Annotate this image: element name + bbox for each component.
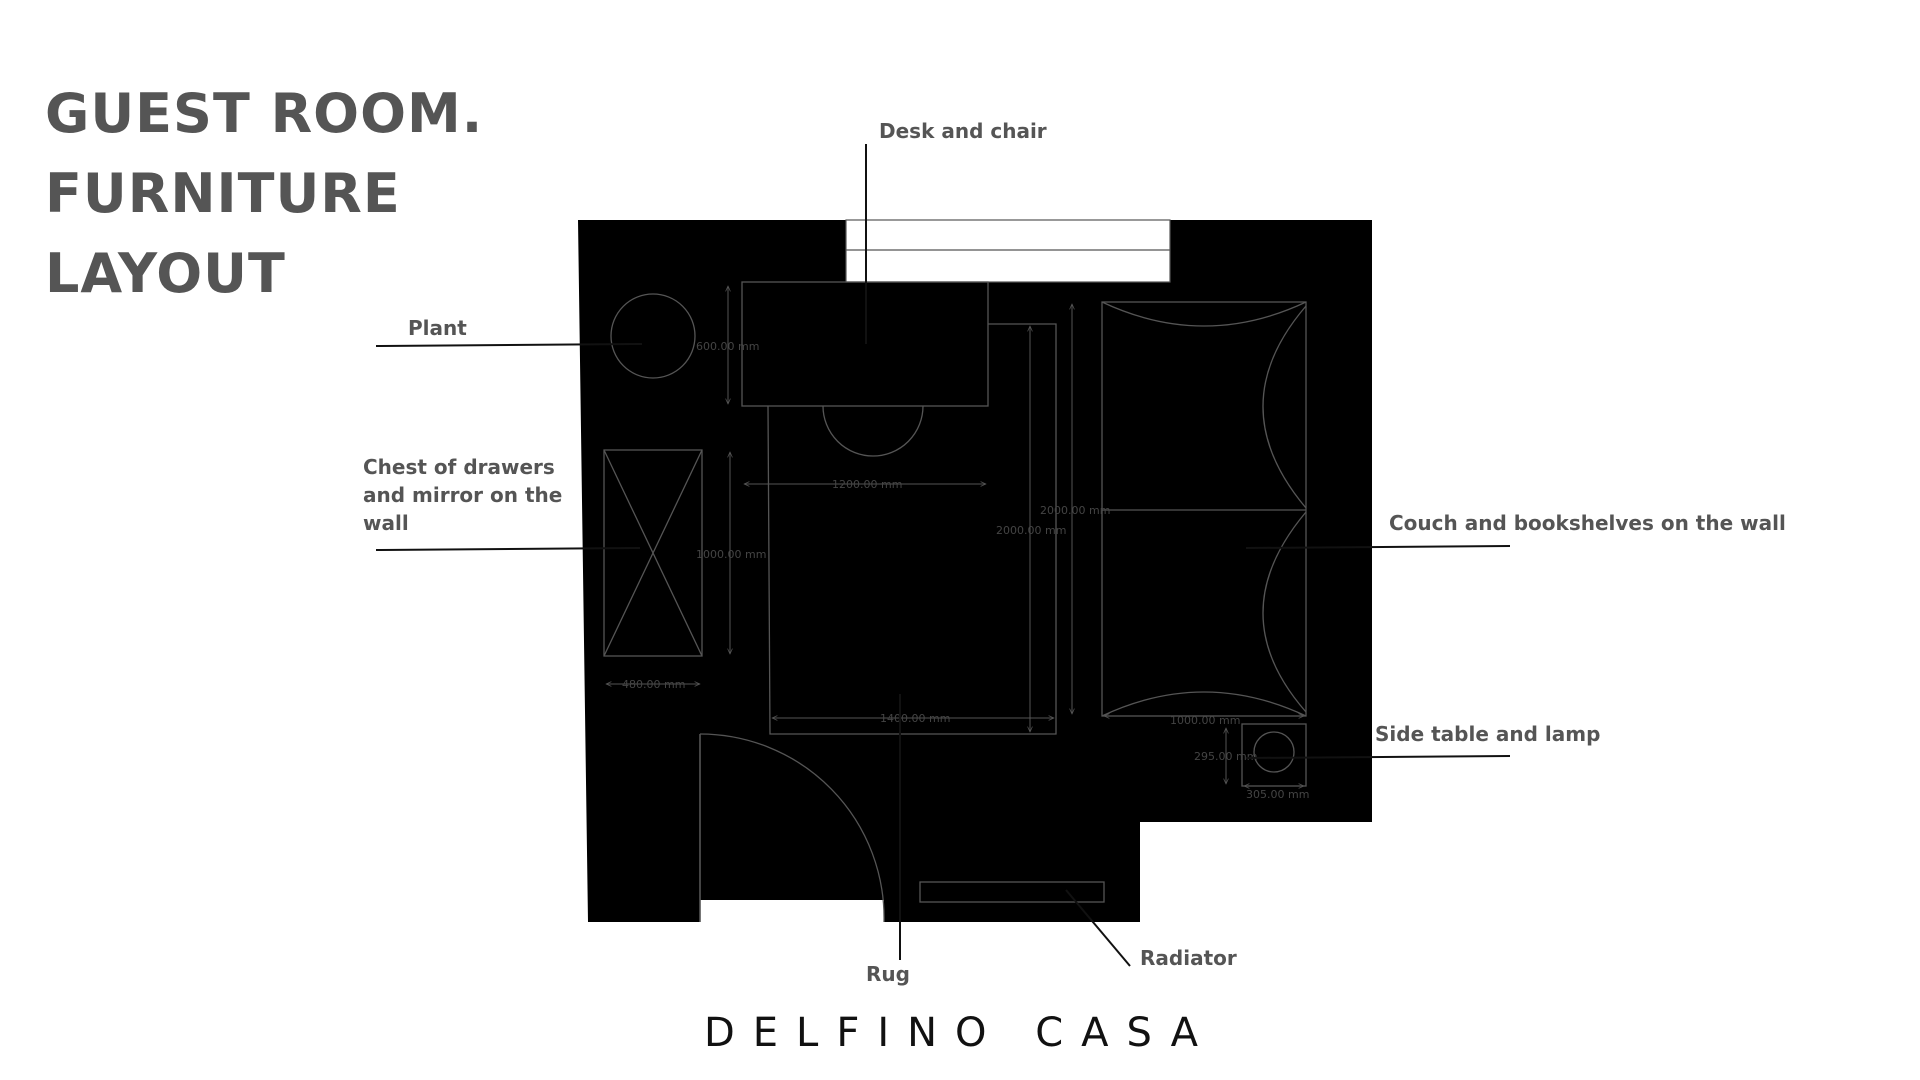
room-walls	[578, 220, 1372, 922]
lamp-icon	[1253, 731, 1295, 773]
dim-rug-width: 1400.00 mm	[880, 712, 950, 725]
dim-rug-length: 2000.00 mm	[996, 524, 1066, 537]
label-chest-of-drawers: Chest of drawers and mirror on the wall	[363, 455, 563, 535]
page-title: GUEST ROOM. FURNITURE LAYOUT	[45, 74, 483, 314]
label-side-table: Side table and lamp	[1375, 722, 1601, 746]
dim-side-table-width: 305.00 mm	[1246, 788, 1309, 801]
rug	[767, 323, 1057, 735]
label-radiator: Radiator	[1140, 946, 1237, 970]
dim-desk-depth: 600.00 mm	[696, 340, 759, 353]
dim-chest-length: 1000.00 mm	[696, 548, 766, 561]
label-rug: Rug	[866, 962, 910, 986]
dim-chest-depth: 480.00 mm	[622, 678, 685, 691]
dim-couch-length: 2000.00 mm	[1040, 504, 1110, 517]
plant	[610, 293, 696, 379]
door	[699, 733, 885, 923]
title-line-3: LAYOUT	[45, 242, 286, 305]
chest-of-drawers	[603, 449, 703, 657]
dimension-lines	[606, 286, 1304, 786]
brand-wordmark: DELFINO CASA	[703, 1010, 1217, 1056]
title-line-2: FURNITURE	[45, 162, 401, 225]
title-line-1: GUEST ROOM.	[45, 82, 484, 145]
dim-side-table-depth: 295.00 mm	[1194, 750, 1257, 763]
label-couch: Couch and bookshelves on the wall	[1389, 511, 1786, 535]
label-plant: Plant	[408, 316, 467, 340]
dim-desk-width: 1200.00 mm	[832, 478, 902, 491]
window	[845, 219, 1171, 283]
leader-lines	[375, 144, 1511, 967]
dim-couch-depth: 1000.00 mm	[1170, 714, 1240, 727]
label-desk-and-chair: Desk and chair	[879, 119, 1047, 143]
chair	[822, 405, 924, 457]
couch	[1101, 301, 1307, 717]
radiator	[919, 881, 1105, 903]
